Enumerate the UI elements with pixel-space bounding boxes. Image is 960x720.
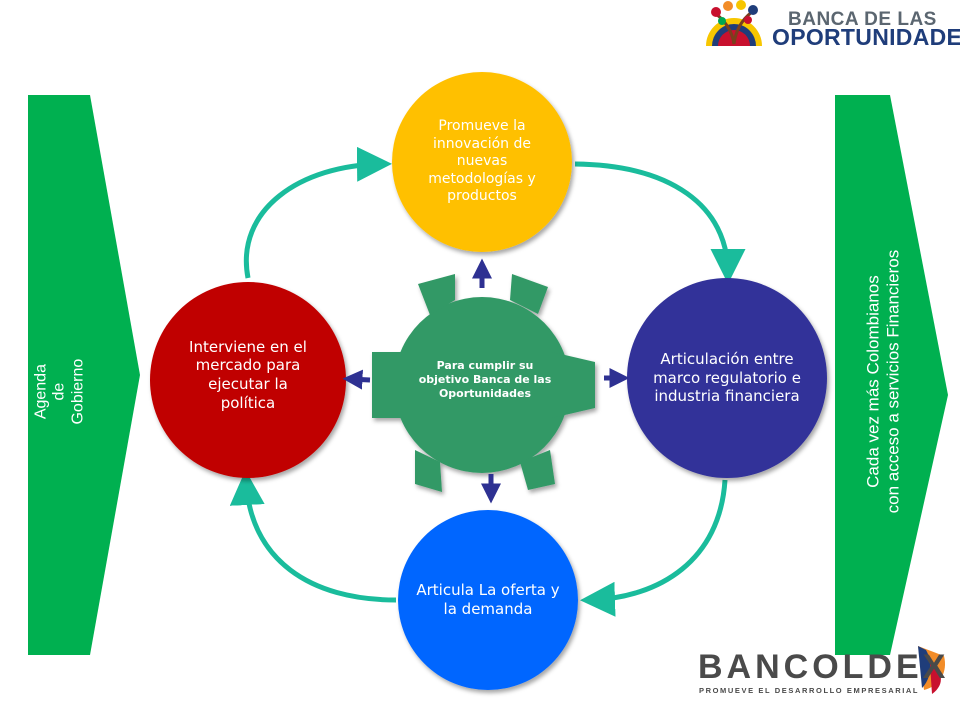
circle-top-label: Promueve la innovación de nuevas metodol… <box>428 118 536 205</box>
banca-logo-line1: BANCA DE LAS <box>788 9 937 30</box>
circle-right-label: Articulación entre marco regulatorio e i… <box>653 349 801 406</box>
center-gear-label: Para cumplir su objetivo Banca de las Op… <box>418 359 552 400</box>
right-panel-label: Cada vez más Colombianos con acceso a se… <box>863 249 902 514</box>
circle-right <box>627 278 827 478</box>
circle-left-label: Interviene en el mercado para ejecutar l… <box>189 337 307 412</box>
right-panel-shape <box>835 95 948 655</box>
left-panel-label: Agenda de Gobierno <box>32 358 87 425</box>
circle-top <box>392 72 572 252</box>
bancoldex-mark-icon <box>918 646 946 694</box>
center-gear <box>372 274 595 492</box>
circle-bottom <box>398 510 578 690</box>
arrow-right-to-bottom <box>580 479 728 617</box>
bancoldex-logo-tagline: PROMUEVE EL DESARROLLO EMPRESARIAL <box>699 686 920 695</box>
bancoldex-logo: BANCOLDEX PROMUEVE EL DESARROLLO EMPRESA… <box>698 640 960 700</box>
banca-oportunidades-logo: BANCA DE LAS OPORTUNIDADES <box>698 0 960 52</box>
banca-emblem-icon <box>706 0 762 46</box>
banca-logo-line2: OPORTUNIDADES <box>772 24 960 50</box>
left-panel-shape <box>28 95 140 655</box>
arrow-left-to-top <box>243 146 392 279</box>
bancoldex-logo-name: BANCOLDEX <box>698 648 950 686</box>
center-arrow-left <box>342 369 371 390</box>
arrow-top-to-right <box>574 161 746 284</box>
arrow-bottom-to-left <box>229 470 397 603</box>
circle-left <box>150 282 346 478</box>
circle-bottom-label: Articula La oferta y la demanda <box>416 581 560 618</box>
